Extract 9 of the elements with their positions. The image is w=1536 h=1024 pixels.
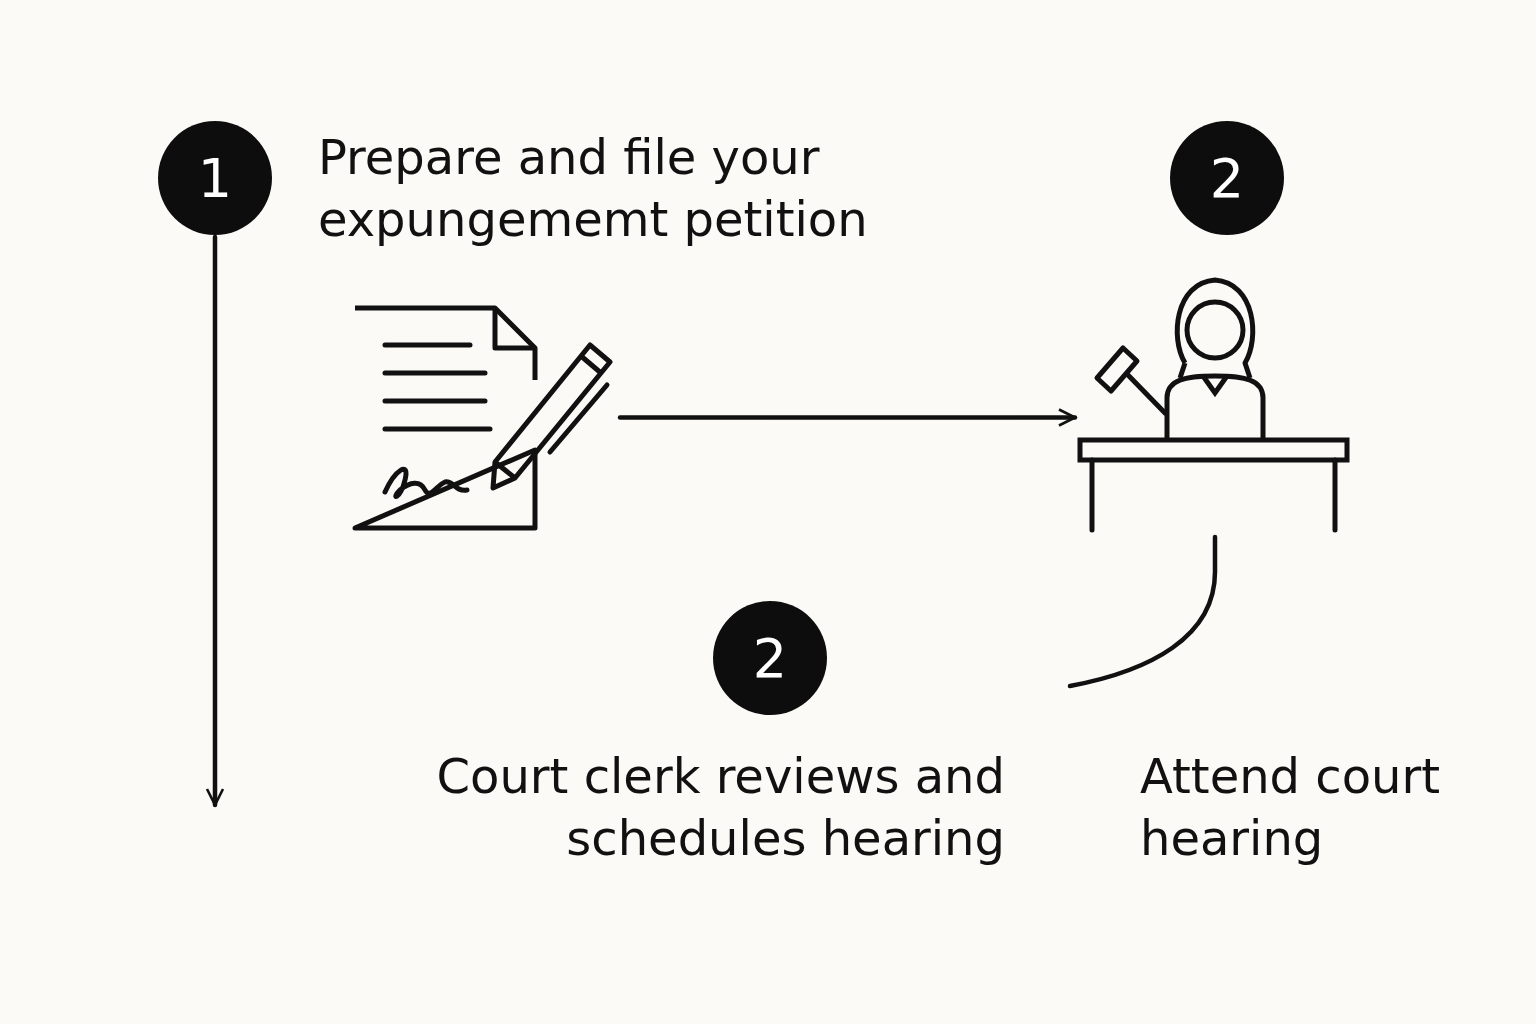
step-number-badge: 1 xyxy=(158,121,272,235)
step-text: Court clerk reviews and schedules hearing xyxy=(435,747,1005,868)
arrow xyxy=(205,234,225,808)
step-text: Prepare and file your expungememt petition xyxy=(318,128,869,249)
arrow xyxy=(617,408,1078,427)
step-number-badge: 2 xyxy=(713,601,827,715)
connector-line xyxy=(1067,534,1218,689)
step-number-badge: 2 xyxy=(1170,121,1284,235)
step-text: Attend court hearing xyxy=(1140,747,1442,868)
